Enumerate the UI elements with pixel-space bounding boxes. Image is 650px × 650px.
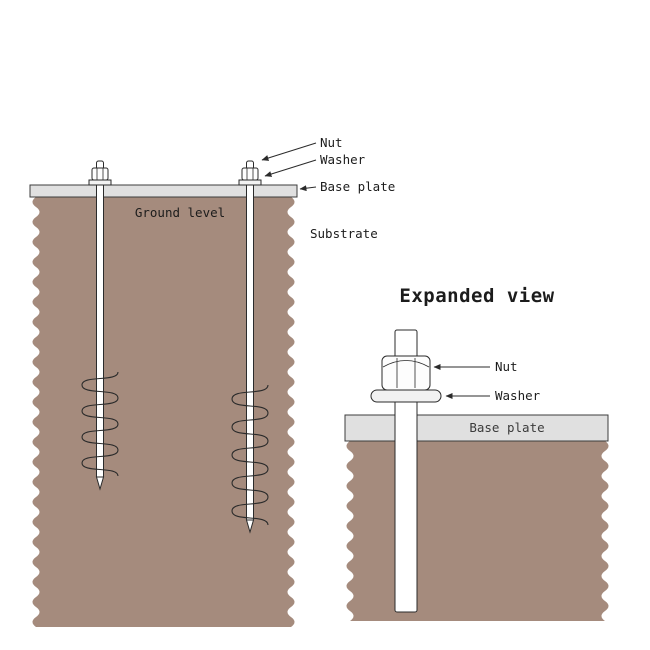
washer — [88, 179, 112, 186]
washer — [238, 179, 262, 186]
nut-callout-arrow — [261, 142, 317, 161]
nut — [241, 167, 259, 181]
expanded-view-title: Expanded view — [399, 285, 554, 307]
nut-facets — [246, 168, 254, 180]
nut-expanded — [381, 355, 431, 391]
anchor-helix — [231, 384, 269, 526]
washer-callout-label: Washer — [320, 152, 366, 167]
substrate-expanded — [346, 441, 609, 621]
base-plate-callout-arrow — [299, 185, 317, 192]
washer-expanded-callout-label: Washer — [495, 388, 541, 403]
substrate-body — [32, 197, 295, 627]
nut-facets — [96, 168, 104, 180]
washer-callout-arrow — [264, 159, 317, 177]
base-plate-callout-label: Base plate — [320, 179, 395, 194]
nut-callout-label: Nut — [320, 135, 343, 150]
base-plate-expanded — [344, 414, 609, 442]
anchor-rod — [246, 160, 254, 522]
substrate-label: Substrate — [310, 226, 378, 241]
expanded-view: Expanded view Base plate Nut Washer — [344, 285, 609, 621]
main-diagram: Ground level Substrate Nut Washer Base p… — [29, 135, 395, 627]
nut-facets-expanded — [382, 358, 430, 388]
nut — [91, 167, 109, 181]
anchor-tip — [95, 476, 105, 491]
anchor-tip — [245, 519, 255, 534]
nut-expanded-callout-label: Nut — [495, 359, 518, 374]
base-plate-expanded-label: Base plate — [469, 420, 544, 435]
ground-anchor-right — [231, 160, 269, 534]
ground-level-label: Ground level — [135, 205, 225, 220]
anchor-helix — [81, 371, 119, 477]
base-plate — [29, 184, 298, 198]
washer-expanded — [370, 389, 442, 403]
ground-anchor-left — [81, 160, 119, 491]
